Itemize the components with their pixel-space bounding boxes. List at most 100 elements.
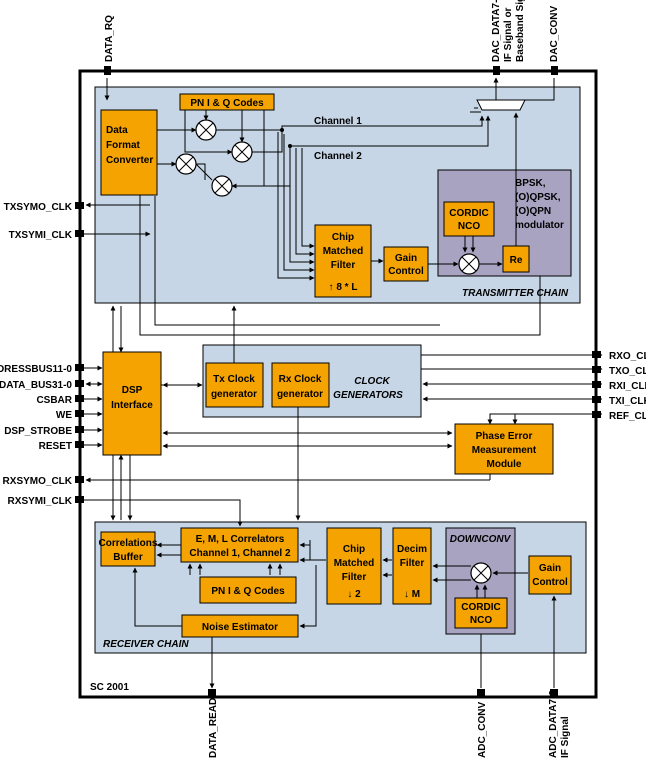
mod-label-4: modulator — [515, 220, 564, 231]
tx-chip-matched-filter-block[interactable] — [314, 224, 372, 298]
pin-label-txi: TXI_CLK — [609, 396, 646, 407]
receiver-chain-label: RECEIVER CHAIN — [103, 639, 189, 650]
dsp-label-1: DSP — [122, 385, 143, 396]
tx-clock-generator-block[interactable] — [205, 362, 264, 408]
rx-pn-codes-label: PN I & Q Codes — [211, 586, 285, 597]
receiver-chain: Correlations Buffer E, M, L Correlators … — [99, 527, 572, 689]
right-pins: RXO_CLK TXO_CLK RXI_CLK TXI_CLK REF_CLK — [592, 351, 646, 422]
pin-data-rq[interactable] — [104, 66, 111, 75]
rx-chip-label-4: ↓ 2 — [347, 589, 361, 600]
dsp-label-2: Interface — [111, 400, 153, 411]
pin-rxsymi[interactable] — [75, 496, 84, 503]
re-label: Re — [510, 255, 523, 266]
pin-txsymo[interactable] — [75, 202, 84, 209]
pin-label-reset: RESET — [39, 441, 72, 452]
dsp-interface-block[interactable] — [102, 351, 162, 456]
pin-csbar[interactable] — [75, 395, 84, 402]
correlations-buffer-block[interactable] — [100, 531, 156, 567]
phase-error-module-block[interactable] — [454, 423, 554, 475]
transmitter-chain: PN I & Q Codes Data Format Converter Cha… — [100, 77, 572, 298]
pin-addressbus[interactable] — [75, 364, 84, 371]
pin-rxo[interactable] — [592, 351, 601, 358]
top-pins: DATA_RQ DAC_DATA7-0 IF Signal or Baseban… — [104, 0, 560, 101]
pin-rxsymo[interactable] — [75, 476, 84, 483]
tx-chip-label-4: ↑ 8 * L — [329, 282, 358, 293]
pin-rxi[interactable] — [592, 381, 601, 388]
corr-buf-label-2: Buffer — [113, 552, 143, 563]
dfc-label-1: Data — [106, 125, 128, 136]
pin-label-data-rq: DATA_RQ — [104, 15, 115, 62]
txclk-label-1: Tx Clock — [213, 374, 255, 385]
rx-gain-label-1: Gain — [539, 563, 561, 574]
noise-estimator-label: Noise Estimator — [202, 622, 278, 633]
clock-gen-label-2: GENERATORS — [333, 390, 403, 401]
eml-correlators-block[interactable] — [180, 527, 299, 563]
pin-adc-conv[interactable] — [477, 689, 485, 698]
transmitter-chain-label: TRANSMITTER CHAIN — [462, 288, 569, 299]
channel-1-label: Channel 1 — [314, 116, 362, 127]
rx-cordic-label-1: CORDIC — [461, 602, 500, 613]
middle-section: DSP Interface Tx Clock generator Rx Cloc… — [102, 195, 603, 521]
tx-gain-label-2: Control — [388, 266, 424, 277]
pin-label-rxi: RXI_CLK — [609, 381, 646, 392]
eml-label-1: E, M, L Correlators — [196, 534, 285, 545]
rx-gain-control-block[interactable] — [528, 555, 572, 595]
pin-label-adc-conv: ADC_CONV — [477, 702, 488, 758]
pin-ref[interactable] — [592, 411, 601, 418]
pin-txo[interactable] — [592, 366, 601, 373]
clock-gen-label-1: CLOCK — [354, 376, 390, 387]
rx-cordic-nco-block[interactable] — [454, 597, 508, 629]
tx-cordic-nco-block[interactable] — [443, 201, 495, 237]
rx-chip-label-2: Matched — [334, 558, 375, 569]
pin-label-rxsymo: RXSYMO_CLK — [3, 476, 73, 487]
pin-we[interactable] — [75, 410, 84, 417]
pin-label-dac-conv: DAC_CONV — [549, 6, 560, 62]
re-block[interactable] — [502, 245, 530, 273]
pin-dsp-strobe[interactable] — [75, 426, 84, 433]
pin-label-we: WE — [56, 410, 72, 421]
pin-label-rxsymi: RXSYMI_CLK — [8, 496, 73, 507]
data-format-converter-block[interactable] — [100, 109, 158, 196]
pin-dac-data[interactable] — [493, 66, 500, 75]
pin-txi[interactable] — [592, 396, 601, 403]
pin-label-adc-data: ADC_DATA7-0 — [548, 690, 559, 758]
pin-databus[interactable] — [75, 380, 84, 387]
mod-label-2: (O)QPSK, — [515, 192, 561, 203]
pin-label-databus: DATA_BUS31-0 — [0, 380, 72, 391]
tx-chip-label-3: Filter — [331, 260, 356, 271]
pin-adc-data[interactable] — [550, 689, 558, 698]
pin-label-dac-data: DAC_DATA7-0 — [491, 0, 502, 62]
rx-pn-codes-block[interactable] — [199, 576, 297, 604]
pin-txsymi[interactable] — [75, 230, 84, 237]
decim-label-2: Filter — [400, 558, 425, 569]
rxclk-label-2: generator — [277, 389, 323, 400]
pin-dac-conv[interactable] — [551, 66, 558, 75]
phase-label-2: Measurement — [472, 445, 537, 456]
rx-cordic-label-2: NCO — [470, 615, 492, 626]
corr-buf-label-1: Correlations — [99, 538, 158, 549]
dfc-label-2: Format — [106, 140, 141, 151]
bottom-pins: DATA_READY ADC_CONV ADC_DATA7-0 IF Signa… — [208, 689, 571, 758]
mod-label-1: BPSK, — [515, 178, 546, 189]
rx-clock-generator-block[interactable] — [271, 362, 330, 408]
tx-pn-codes-block[interactable] — [179, 93, 275, 111]
pin-data-ready[interactable] — [208, 689, 216, 698]
rx-gain-label-2: Control — [532, 577, 568, 588]
tx-chip-label-1: Chip — [332, 232, 354, 243]
tx-gain-label-1: Gain — [395, 253, 417, 264]
tx-pn-codes-label: PN I & Q Codes — [190, 98, 264, 109]
decim-filter-block[interactable] — [392, 527, 432, 605]
tx-chip-label-2: Matched — [323, 246, 364, 257]
txclk-label-2: generator — [211, 389, 257, 400]
pin-label-dac-sub1: IF Signal or — [503, 7, 514, 62]
pin-label-txo: TXO_CLK — [609, 366, 646, 377]
pin-label-txsymo: TXSYMO_CLK — [4, 202, 73, 213]
tx-gain-control-block[interactable] — [383, 246, 429, 282]
tx-cordic-label-2: NCO — [458, 221, 480, 232]
downconv-label: DOWNCONV — [450, 534, 512, 545]
phase-label-1: Phase Error — [476, 431, 533, 442]
pin-label-data-ready: DATA_READY — [208, 691, 219, 758]
rx-chip-matched-filter-block[interactable] — [326, 527, 382, 605]
pin-reset[interactable] — [75, 441, 84, 448]
